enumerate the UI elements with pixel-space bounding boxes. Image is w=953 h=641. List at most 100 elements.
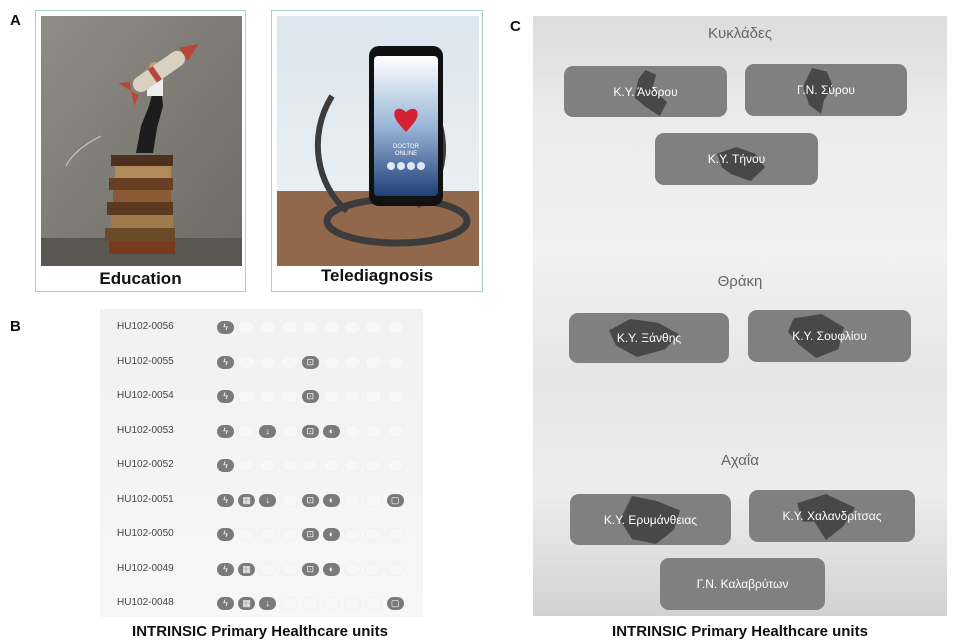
service-icon-inactive — [280, 562, 298, 576]
service-icon-inactive — [259, 562, 277, 576]
service-icon-active: ⊡ — [301, 355, 319, 369]
service-icon-active: ▦ — [238, 597, 256, 610]
unit-button-gn-kalavryton[interactable]: Γ.Ν. Καλαβρύτων — [660, 558, 825, 610]
service-icon-inactive — [238, 424, 256, 438]
service-icon-inactive — [365, 321, 383, 334]
service-glyph-icon: ▢ — [390, 598, 400, 608]
education-image — [41, 16, 242, 266]
svg-text:ONLINE: ONLINE — [395, 151, 417, 157]
service-glyph-icon: ▦ — [242, 494, 251, 505]
service-icon-active: ϟ — [217, 493, 234, 507]
region-kyklades-label: Κυκλάδες — [708, 25, 772, 42]
service-glyph-icon: ↓ — [265, 494, 271, 505]
service-icon-active: ⊡ — [301, 390, 319, 403]
service-icon-inactive — [386, 321, 404, 334]
service-icon-inactive — [344, 390, 362, 403]
service-glyph-icon: ◐ — [328, 529, 335, 539]
service-icon-inactive — [344, 562, 362, 576]
telediagnosis-card: DOCTOR ONLINE Telediagnosis — [271, 10, 483, 292]
service-icon-inactive — [323, 355, 340, 369]
service-icon-inactive — [238, 355, 256, 369]
service-icon-inactive — [280, 321, 298, 334]
unit-button-ky-tinou[interactable]: Κ.Υ. Τήνου — [655, 133, 818, 185]
telediagnosis-caption: Telediagnosis — [320, 266, 434, 285]
unit-button-ky-xanthis[interactable]: Κ.Υ. Ξάνθης — [569, 313, 729, 363]
service-icon-inactive — [259, 355, 277, 369]
service-glyph-icon: ◐ — [328, 563, 335, 574]
unit-row-id: HU102-0050 — [117, 528, 174, 539]
service-glyph-icon: ϟ — [223, 563, 228, 574]
service-glyph-icon: ϟ — [223, 391, 228, 401]
panel-b-caption: INTRINSIC Primary Healthcare units — [132, 623, 388, 640]
service-icon-inactive — [386, 562, 404, 576]
service-icon-inactive — [365, 424, 383, 438]
unit-row-id: HU102-0053 — [117, 424, 174, 436]
service-icon-inactive — [344, 321, 362, 334]
service-icon-inactive — [365, 597, 383, 610]
unit-button-ky-erymantheias[interactable]: Κ.Υ. Ερυμάνθειας — [570, 494, 731, 545]
unit-button-gn-syrou[interactable]: Γ.Ν. Σύρου — [745, 64, 907, 116]
service-glyph-icon: ϟ — [223, 494, 228, 505]
service-glyph-icon: ϟ — [223, 529, 228, 539]
service-icon-inactive — [259, 528, 277, 541]
service-glyph-icon: ▦ — [242, 598, 251, 608]
service-glyph-icon: ⊡ — [306, 563, 315, 574]
service-icon-active: ϟ — [217, 355, 234, 369]
education-card: Education — [35, 10, 246, 292]
telediagnosis-image: DOCTOR ONLINE — [277, 16, 479, 266]
service-icon-active: ϟ — [217, 424, 234, 438]
unit-button-ky-androu[interactable]: Κ.Υ. Άνδρου — [564, 66, 727, 117]
service-icon-active: ⊡ — [301, 528, 319, 541]
unit-row-id: HU102-0052 — [117, 459, 174, 470]
service-icon-active: ϟ — [217, 562, 234, 576]
unit-selection-screenshot: Κυκλάδες Κ.Υ. Άνδρου Γ.Ν. Σύρου Κ.Υ. Τήν… — [533, 16, 947, 616]
service-icon-inactive — [280, 459, 298, 472]
service-glyph-icon: ⊡ — [306, 391, 315, 401]
unit-row[interactable]: HU102-0055 ϟ ⊡ — [100, 353, 423, 373]
unit-row[interactable]: HU102-0052 ϟ — [100, 456, 423, 476]
service-glyph-icon: ◐ — [328, 494, 335, 505]
service-icon-active: ▢ — [386, 493, 404, 507]
service-icon-inactive — [280, 528, 298, 541]
service-glyph-icon: ↓ — [265, 425, 271, 436]
service-glyph-icon: ϟ — [223, 425, 228, 436]
service-icon-inactive — [344, 528, 362, 541]
service-glyph-icon: ϟ — [223, 356, 228, 367]
service-icon-active: ⊡ — [301, 424, 319, 438]
service-icon-active: ↓ — [259, 424, 277, 438]
service-icon-active: ϟ — [217, 528, 234, 541]
panel-a-letter: A — [10, 12, 21, 29]
service-icon-inactive — [280, 424, 298, 438]
service-icon-inactive — [323, 321, 340, 334]
service-icon-active: ϟ — [217, 321, 234, 334]
unit-row[interactable]: HU102-0050 ϟ ⊡ ◐ — [100, 525, 423, 545]
service-icon-inactive — [365, 459, 383, 472]
service-icon-active: ϟ — [217, 459, 234, 472]
service-icon-active: ◐ — [323, 493, 340, 507]
service-icon-inactive — [365, 562, 383, 576]
service-glyph-icon: ϟ — [223, 322, 228, 332]
service-icon-inactive — [386, 390, 404, 403]
service-icon-active: ↓ — [259, 493, 277, 507]
unit-row-id: HU102-0055 — [117, 355, 174, 367]
service-glyph-icon: ⊡ — [306, 494, 315, 505]
service-icon-inactive — [301, 597, 319, 610]
region-achaia-label: Αχαΐα — [721, 452, 759, 469]
service-icon-inactive — [365, 493, 383, 507]
unit-button-ky-chalandritsas[interactable]: Κ.Υ. Χαλανδρίτσας — [749, 490, 915, 542]
service-icon-active: ▦ — [238, 562, 256, 576]
service-icon-inactive — [365, 528, 383, 541]
service-icon-inactive — [238, 390, 256, 403]
panel-c-caption: INTRINSIC Primary Healthcare units — [612, 623, 868, 640]
service-icon-inactive — [365, 355, 383, 369]
unit-button-ky-soufliou[interactable]: Κ.Υ. Σουφλίου — [748, 310, 911, 362]
panel-c-letter: C — [510, 18, 521, 35]
service-icon-inactive — [301, 459, 319, 472]
